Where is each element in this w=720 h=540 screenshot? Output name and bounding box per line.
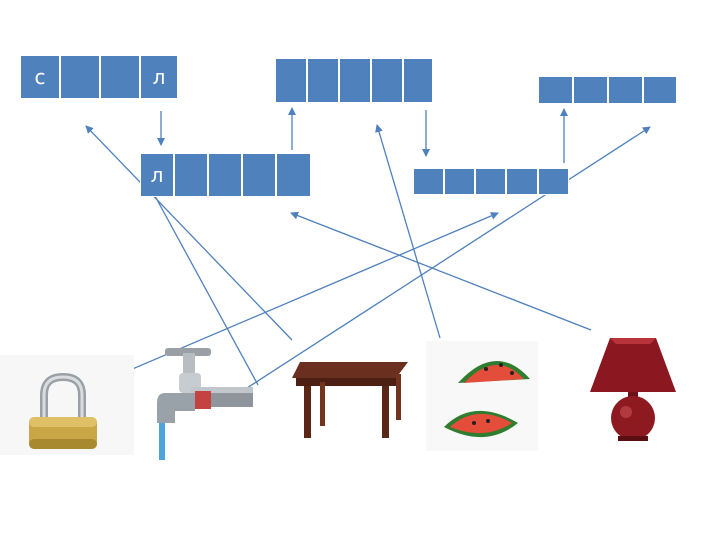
letter-cell[interactable] (60, 55, 100, 99)
word-row-5 (538, 76, 677, 104)
line-padlock-to-row4 (87, 212, 499, 389)
letter-cell[interactable]: л (140, 55, 178, 99)
line-watermelon-to-row3 (375, 124, 441, 339)
letter-cell[interactable] (242, 153, 276, 197)
letter-cell[interactable] (307, 58, 339, 103)
letter-cell[interactable] (413, 168, 444, 195)
letter-cell[interactable] (506, 168, 538, 195)
line-lamp-to-row2 (290, 211, 592, 331)
faucet-icon[interactable] (145, 345, 257, 460)
letter-cell[interactable] (371, 58, 403, 103)
letter-cell[interactable] (538, 168, 569, 195)
letter-cell[interactable] (275, 58, 307, 103)
letter-cell[interactable] (208, 153, 242, 197)
letter-cell[interactable] (573, 76, 608, 104)
line-faucet-to-row5 (246, 126, 651, 389)
word-row-2: л (140, 153, 311, 197)
letter-cell[interactable] (100, 55, 140, 99)
letter-cell[interactable] (339, 58, 371, 103)
letter-cell[interactable] (444, 168, 475, 195)
letter-cell[interactable] (475, 168, 506, 195)
line-table-to-row1 (85, 125, 293, 341)
letter-cell[interactable]: л (140, 153, 174, 197)
letter-cell[interactable] (608, 76, 643, 104)
letter-cell[interactable]: с (20, 55, 60, 99)
line-faucet-to-row2 (154, 195, 259, 386)
letter-cell[interactable] (276, 153, 311, 197)
word-row-3 (275, 58, 433, 103)
lamp-icon[interactable] (580, 330, 685, 445)
word-row-1: с л (20, 55, 178, 99)
letter-cell[interactable] (403, 58, 433, 103)
watermelon-icon[interactable] (426, 341, 538, 451)
table-icon[interactable] (288, 350, 413, 450)
word-row-4 (413, 168, 569, 195)
letter-cell[interactable] (538, 76, 573, 104)
letter-cell[interactable] (643, 76, 677, 104)
letter-cell[interactable] (174, 153, 208, 197)
padlock-icon[interactable] (0, 355, 134, 455)
